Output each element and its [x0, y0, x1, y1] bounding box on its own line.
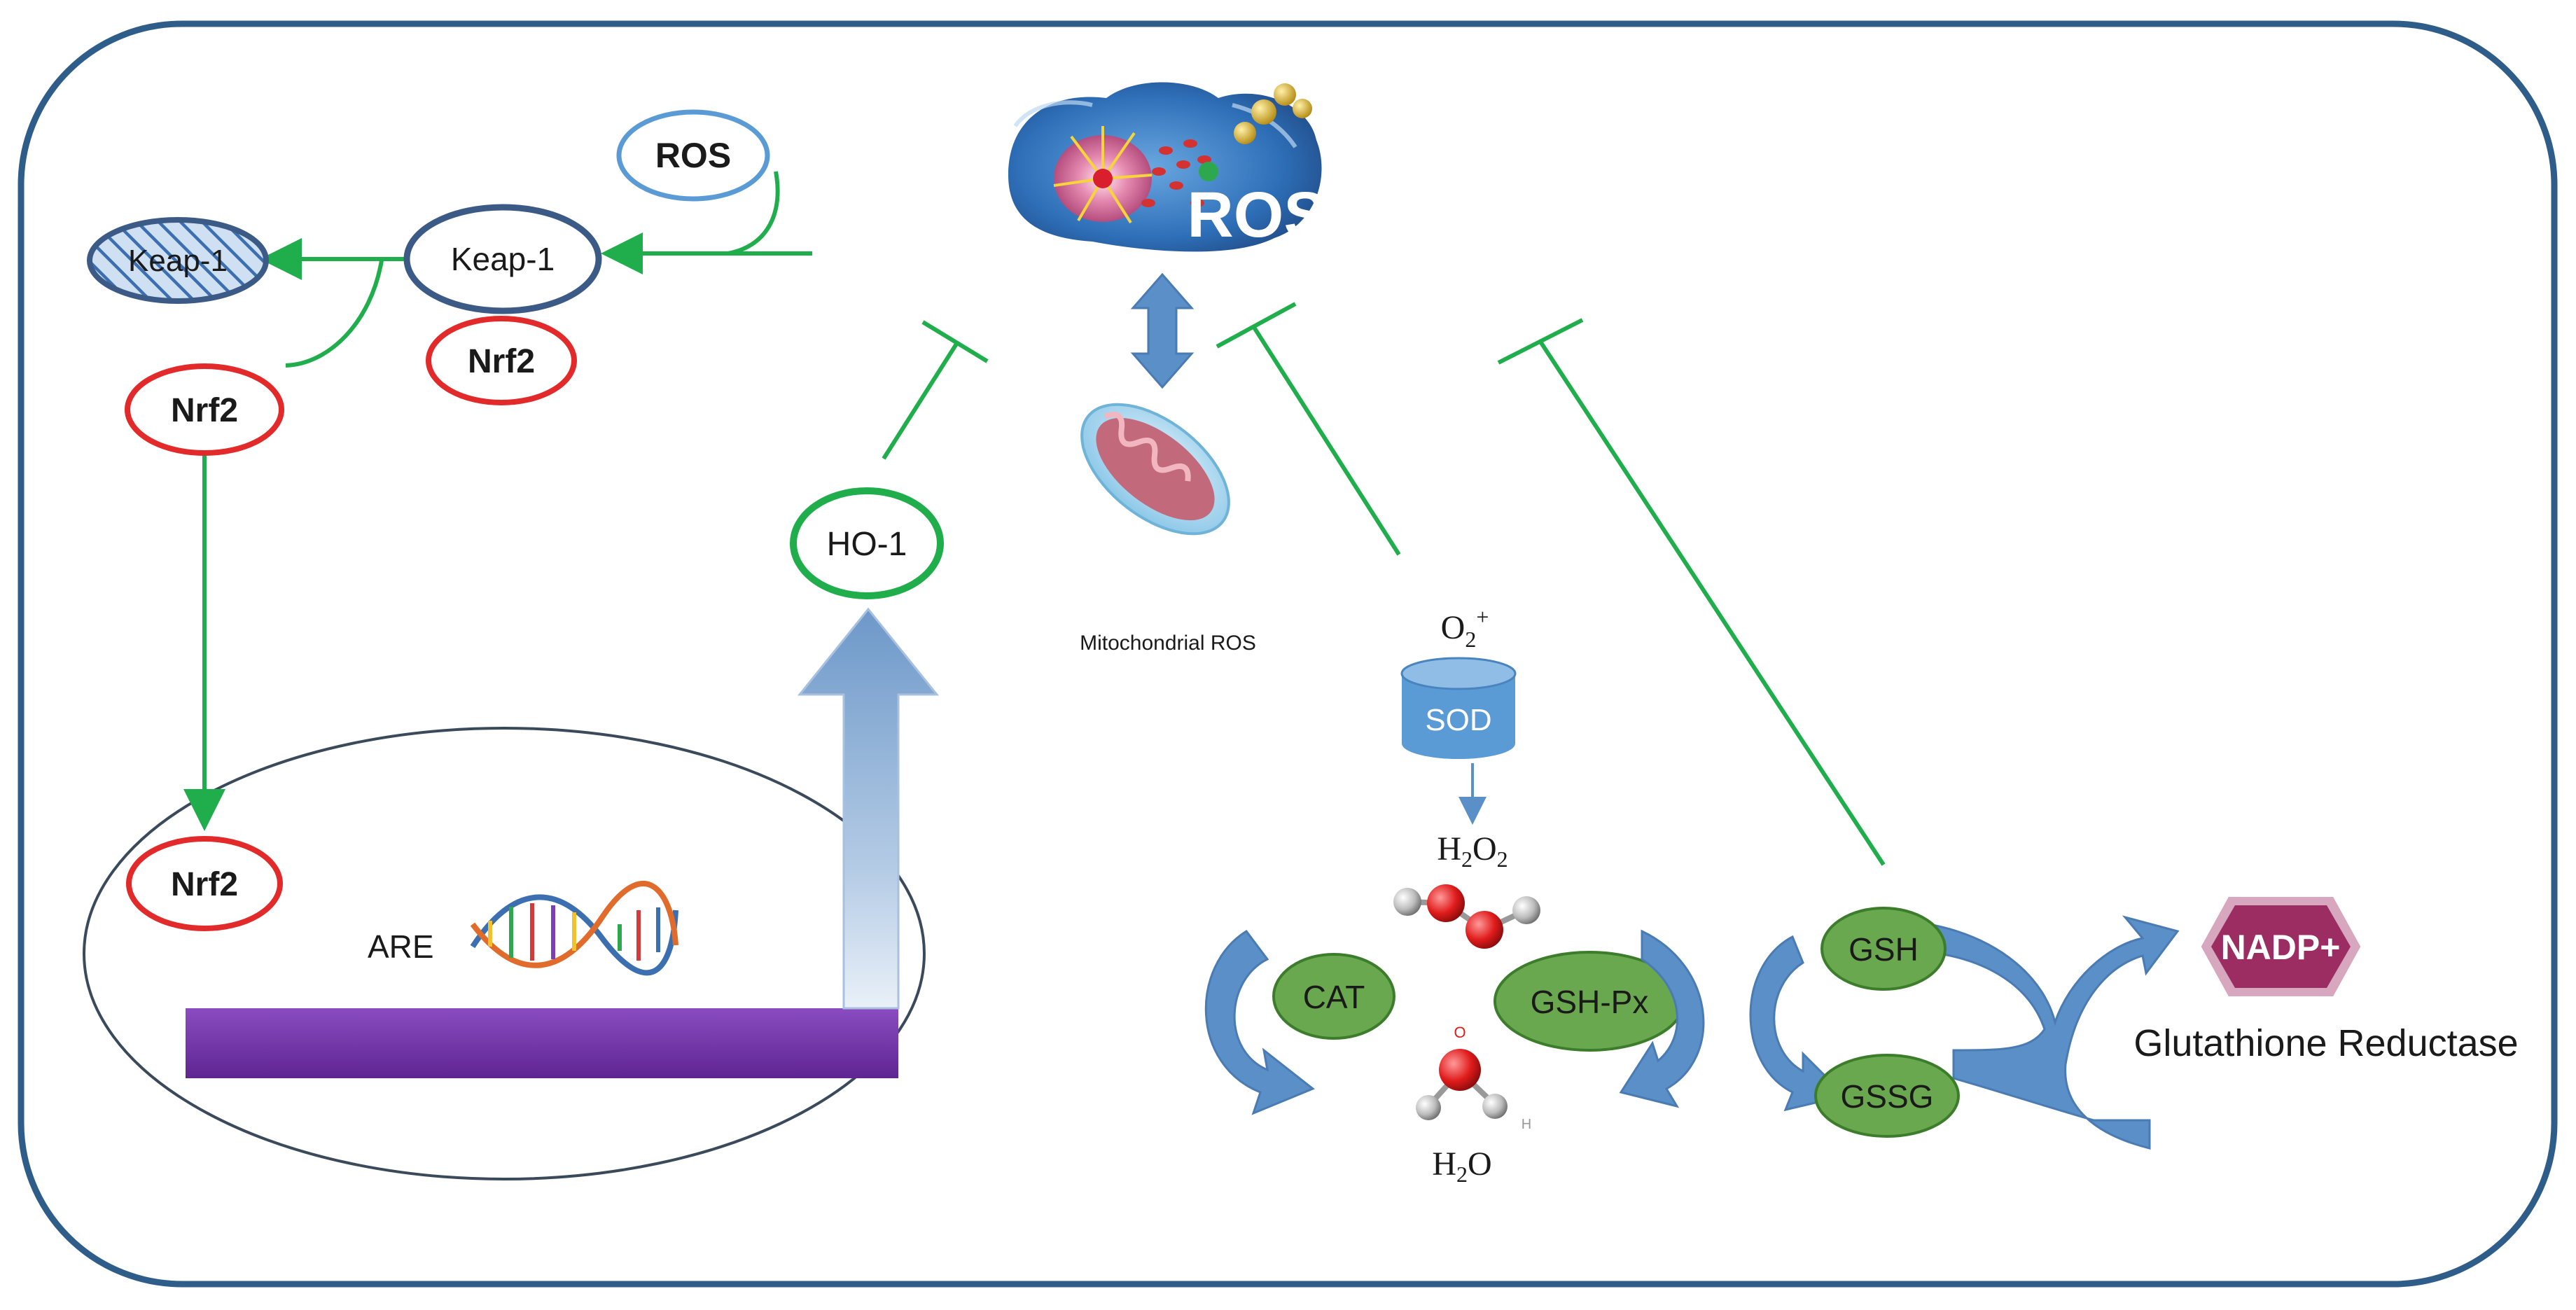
ros-cell-image: ROS	[998, 82, 1328, 252]
nrf2-released-node: Nrf2	[125, 363, 284, 456]
gssg-label: GSSG	[1841, 1078, 1934, 1115]
keap1-free-label: Keap-1	[128, 244, 228, 278]
h2o-atom-h-label: H	[1522, 1117, 1531, 1132]
keap1-bound-node: Keap-1	[403, 204, 602, 314]
nrf2-release-curve	[285, 260, 384, 368]
h2o2-sub2: 2	[1497, 846, 1508, 872]
ho1-node: HO-1	[790, 487, 944, 599]
h2o2-o: O	[1473, 830, 1497, 867]
nrf2-bound-node: Nrf2	[426, 316, 577, 405]
ho1-label: HO-1	[827, 526, 907, 563]
sod-cylinder: SOD	[1400, 657, 1517, 759]
h2o-molecule-icon: O H	[1416, 1024, 1531, 1132]
gshpx-label: GSH-Px	[1531, 984, 1649, 1020]
cat-enzyme-node: CAT	[1272, 953, 1395, 1040]
ros-input-label: ROS	[655, 136, 731, 175]
ho1-inhibits-ros-line	[882, 340, 960, 460]
nrf2-nucleus-label: Nrf2	[171, 866, 238, 903]
nucleus-ellipse	[83, 727, 926, 1180]
h2o2-label: H2O2	[1437, 830, 1508, 872]
dna-helix-icon	[470, 881, 678, 976]
o2-label: O2+	[1441, 604, 1489, 652]
cat-cycle-arrow	[1204, 929, 1315, 1115]
o2-subscript: 2	[1465, 627, 1476, 652]
gshpx-enzyme-node: GSH-Px	[1494, 951, 1685, 1052]
nadp-node: NADP+	[2201, 897, 2361, 996]
h2o-atom-o-label: O	[1454, 1024, 1465, 1041]
cell-boundary-frame	[18, 20, 2558, 1288]
h2o-sub: 2	[1456, 1162, 1468, 1187]
nrf2-released-label: Nrf2	[171, 392, 238, 429]
gsh-inhibits-ros-line	[1538, 340, 1886, 866]
nrf2-nucleus-node: Nrf2	[126, 836, 283, 931]
keap1-free-node: Keap-1	[87, 217, 269, 304]
glutathione-reductase-label: Glutathione Reductase	[2133, 1022, 2518, 1064]
h2o2-sub1: 2	[1461, 846, 1473, 872]
ho1-inhibit-bar	[921, 320, 989, 363]
gssg-node: GSSG	[1814, 1054, 1960, 1138]
dna-promoter-bar	[186, 1008, 898, 1078]
nrf2-bound-label: Nrf2	[468, 343, 535, 380]
sod-label: SOD	[1425, 703, 1491, 737]
cat-label: CAT	[1303, 979, 1365, 1015]
mito-ros-label: Mitochondrial ROS	[1080, 632, 1256, 655]
h2o-h: H	[1432, 1145, 1456, 1183]
gsh-gssg-left-arrow	[1749, 935, 1847, 1112]
h2o2-molecule-icon	[1393, 884, 1540, 949]
gsh-label: GSH	[1849, 931, 1919, 968]
keap1-bound-label: Keap-1	[451, 241, 555, 277]
sod-inhibit-bar	[1216, 302, 1297, 349]
ros-mito-double-arrow	[1130, 272, 1195, 389]
nadp-label: NADP+	[2221, 928, 2341, 967]
o2-superscript: +	[1476, 604, 1489, 629]
gshpx-cycle-arrow	[1619, 929, 1705, 1108]
gsh-gssg-right-arrow	[1928, 915, 2180, 1150]
h2o2-h: H	[1437, 830, 1461, 867]
are-label: ARE	[368, 928, 434, 965]
mitochondrion-icon	[1080, 403, 1230, 536]
ho1-expression-arrow	[797, 607, 940, 1010]
ros-input-node: ROS	[616, 109, 770, 202]
gsh-inhibit-bar	[1497, 318, 1584, 365]
h2o-label: H2O	[1432, 1145, 1491, 1187]
sod-inhibits-ros-line	[1251, 325, 1401, 556]
o2-base: O	[1441, 609, 1465, 646]
ros-to-keap1-curve	[727, 171, 780, 256]
ros-banner-label: ROS	[1187, 179, 1326, 251]
gsh-node: GSH	[1820, 907, 1947, 991]
h2o-o: O	[1468, 1145, 1492, 1183]
